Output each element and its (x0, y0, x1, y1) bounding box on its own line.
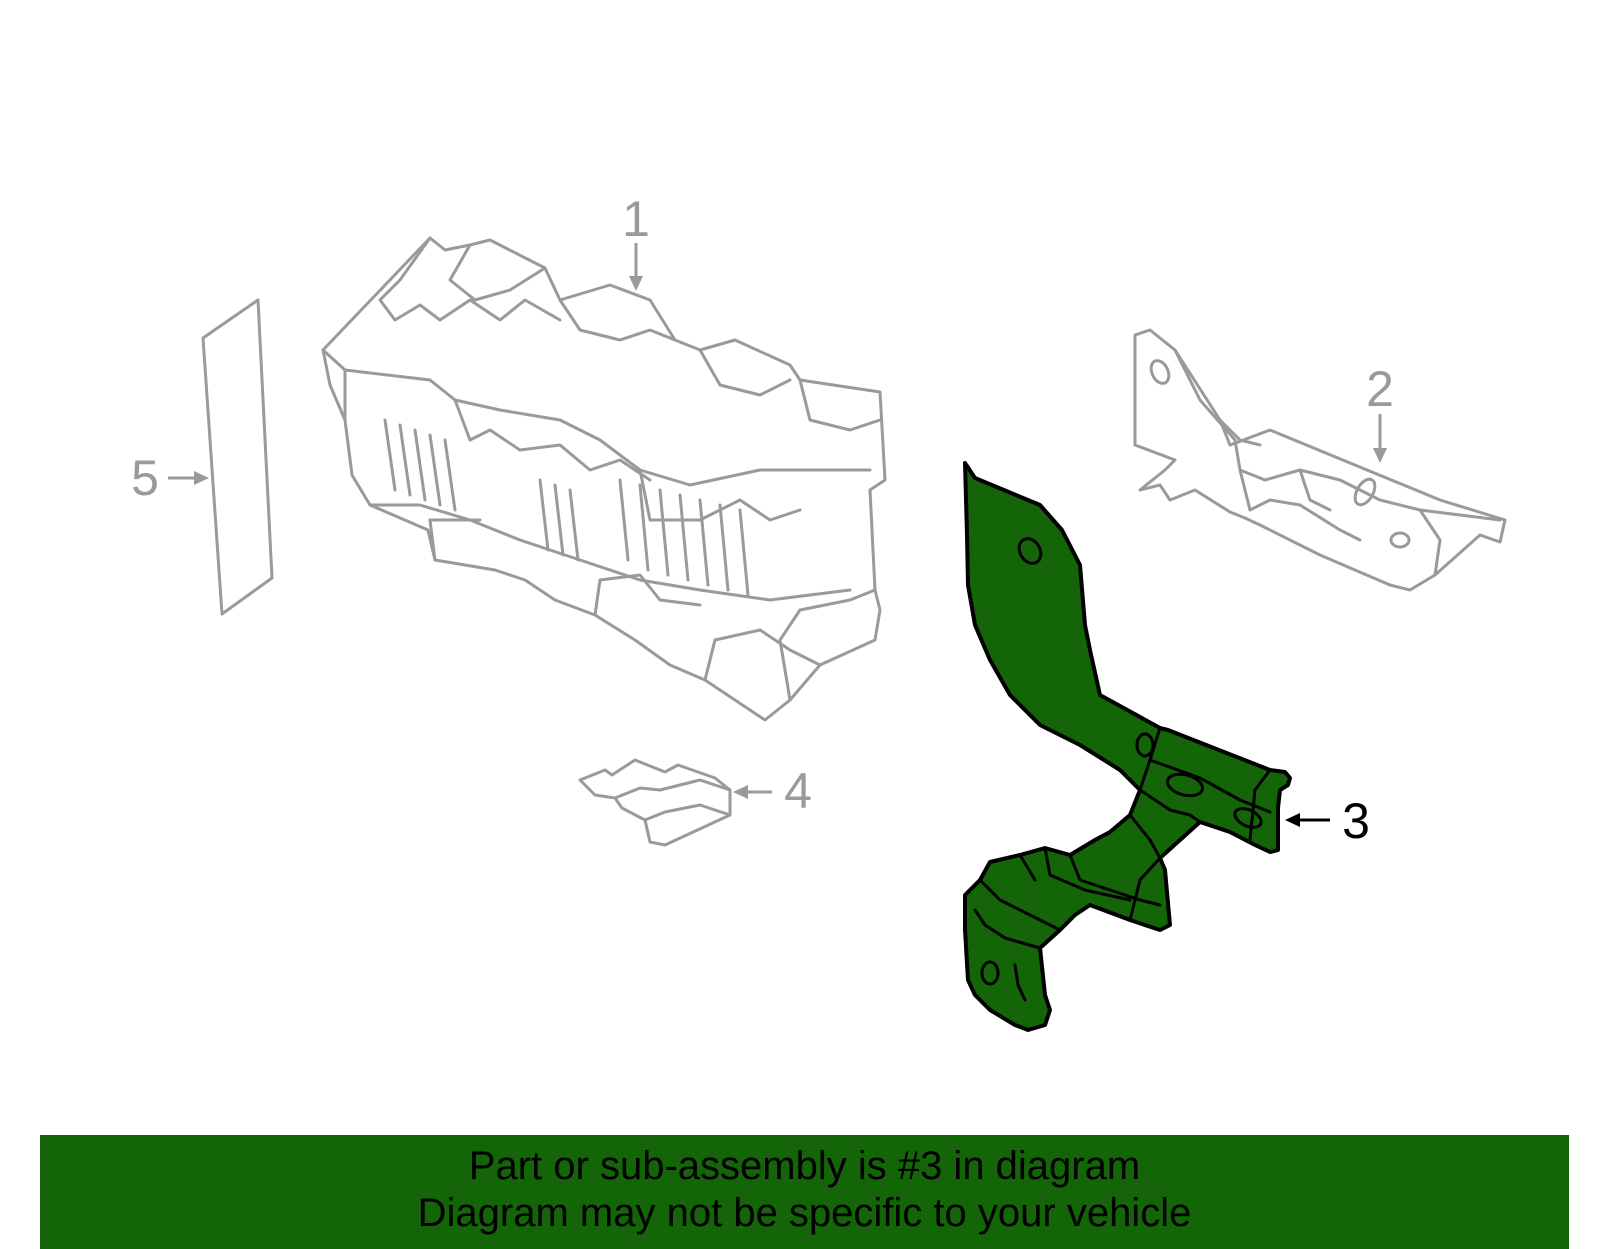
banner-line-disclaimer: Diagram may not be specific to your vehi… (417, 1191, 1192, 1235)
callout-2-label: 2 (1366, 361, 1394, 417)
callout-3-label: 3 (1342, 793, 1370, 849)
callout-1-arrowhead (629, 276, 643, 291)
callout-5-arrowhead (194, 471, 209, 485)
callout-4-arrowhead (733, 785, 748, 799)
part-2-bracket[interactable] (1133, 328, 1507, 592)
parts-diagram: 1 2 3 4 5 (131, 191, 1507, 1032)
callout-5-label: 5 (131, 450, 159, 506)
info-banner: Part or sub-assembly is #3 in diagram Di… (40, 1135, 1569, 1249)
callout-3: 3 (1285, 793, 1370, 849)
callout-3-arrowhead (1285, 813, 1300, 827)
callout-2-arrowhead (1373, 448, 1387, 463)
callout-1-label: 1 (622, 191, 650, 247)
part-5-seal[interactable] (201, 298, 274, 616)
callout-5: 5 (131, 450, 209, 506)
callout-1: 1 (622, 191, 650, 291)
callout-4-label: 4 (784, 763, 812, 819)
banner-line-part: Part or sub-assembly is #3 in diagram (468, 1144, 1141, 1188)
callout-4: 4 (733, 763, 812, 819)
part-4-fuse[interactable] (578, 758, 732, 847)
part-3-bracket-highlighted[interactable] (963, 461, 1292, 1032)
callout-2: 2 (1366, 361, 1394, 463)
part-1-junction-box[interactable] (321, 236, 887, 722)
